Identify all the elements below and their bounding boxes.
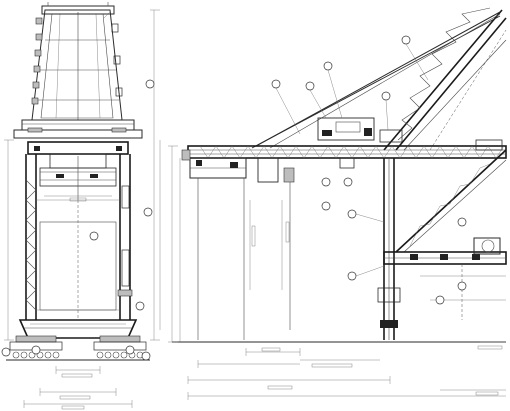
end-elevation-portal-legs — [25, 154, 133, 320]
side-elevation-view — [168, 7, 507, 400]
end-elevation-view — [4, 2, 161, 408]
end-elevation-dimensions — [4, 9, 161, 408]
side-elevation-back-brace — [395, 149, 507, 253]
side-elevation-legs — [197, 158, 401, 340]
dimension-text-marks — [59, 197, 503, 410]
side-elevation-boom-girder — [181, 139, 507, 183]
side-elevation-sill-beam — [383, 237, 507, 320]
callout-bubbles — [1, 11, 467, 361]
end-elevation-sill-beam — [6, 319, 150, 361]
side-elevation-machinery-house — [317, 117, 403, 143]
end-elevation-wheel-set-right — [93, 341, 147, 359]
side-elevation-stays — [255, 11, 501, 149]
end-elevation-platform — [13, 119, 143, 139]
end-elevation-tower — [31, 2, 123, 121]
side-elevation-dimensions — [168, 145, 506, 400]
end-elevation-trolley — [27, 141, 129, 200]
